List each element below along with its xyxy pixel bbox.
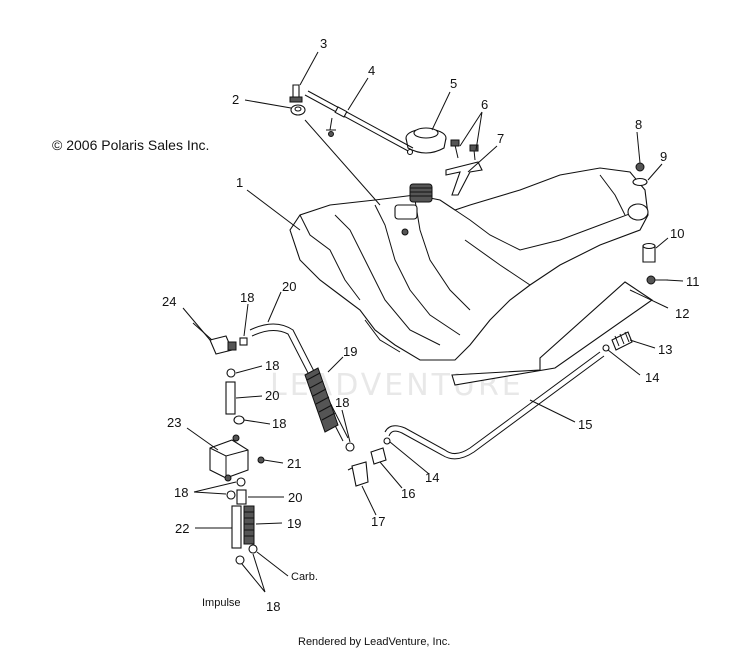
bracket xyxy=(445,161,483,196)
callout-13: 13 xyxy=(658,342,672,357)
hose-20-lower xyxy=(236,489,247,505)
clamp-18f xyxy=(236,477,246,487)
callout-18e: 18 xyxy=(174,485,188,500)
callout-20c: 20 xyxy=(288,490,302,505)
callout-10: 10 xyxy=(670,226,684,241)
vent-line xyxy=(304,90,414,156)
callout-14a: 14 xyxy=(645,370,659,385)
callout-19a: 19 xyxy=(343,344,357,359)
washer xyxy=(632,177,648,187)
callout-8: 8 xyxy=(635,117,642,132)
callout-16: 16 xyxy=(401,486,415,501)
leader-lines xyxy=(182,51,684,593)
callout-21: 21 xyxy=(287,456,301,471)
callout-20b: 20 xyxy=(265,388,279,403)
callout-18a: 18 xyxy=(240,290,254,305)
callout-4: 4 xyxy=(368,63,375,78)
callout-18f: 18 xyxy=(266,599,280,614)
callout-2: 2 xyxy=(232,92,239,107)
hose-upper xyxy=(249,323,349,442)
callout-22: 22 xyxy=(175,521,189,536)
callout-15: 15 xyxy=(578,417,592,432)
callout-20a: 20 xyxy=(282,279,296,294)
callout-18c: 18 xyxy=(335,395,349,410)
hose-22 xyxy=(231,505,242,549)
nut xyxy=(635,162,645,172)
heat-shield xyxy=(451,281,653,386)
callout-24: 24 xyxy=(162,294,176,309)
filler-neck xyxy=(409,183,433,203)
hose-19-lower xyxy=(243,505,255,545)
bolts xyxy=(450,139,479,161)
clamp-18d xyxy=(345,442,355,452)
screw xyxy=(646,275,668,285)
callout-1: 1 xyxy=(236,175,243,190)
callout-14b: 14 xyxy=(425,470,439,485)
clamp-lower xyxy=(383,437,391,445)
spacer xyxy=(642,242,656,263)
clamp-18c xyxy=(233,415,245,425)
carb-label: Carb. xyxy=(291,571,318,583)
valve-body xyxy=(370,447,387,465)
footer-credit: Rendered by LeadVenture, Inc. xyxy=(298,636,450,648)
hose-short xyxy=(225,381,236,415)
callout-11: 11 xyxy=(686,274,700,289)
callout-5: 5 xyxy=(450,76,457,91)
fuel-line xyxy=(384,351,605,460)
clamp-18b xyxy=(226,368,236,378)
callout-17: 17 xyxy=(371,514,385,529)
callout-numbers: 3 4 2 5 6 7 8 9 1 10 11 12 13 14 15 14 1… xyxy=(162,36,700,614)
callout-18d: 18 xyxy=(272,416,286,431)
fuel-pump xyxy=(209,434,249,482)
clamp-18e xyxy=(226,490,236,500)
callout-18b: 18 xyxy=(265,358,279,373)
copyright-text: © 2006 Polaris Sales Inc. xyxy=(52,137,209,153)
fitting xyxy=(611,331,633,351)
clamp-18a xyxy=(239,337,248,346)
callout-3: 3 xyxy=(320,36,327,51)
callout-12: 12 xyxy=(675,306,689,321)
callout-23: 23 xyxy=(167,415,181,430)
grommet xyxy=(290,104,306,116)
callout-6: 6 xyxy=(481,97,488,112)
shutoff-valve xyxy=(347,461,369,487)
impulse-label: Impulse xyxy=(202,597,241,609)
clamp-18g xyxy=(235,544,258,565)
clamp xyxy=(602,344,610,352)
callout-7: 7 xyxy=(497,131,504,146)
callout-19b: 19 xyxy=(287,516,301,531)
fuel-cap xyxy=(405,127,447,154)
fuel-tank xyxy=(289,167,649,361)
screw-21 xyxy=(257,456,265,464)
callout-9: 9 xyxy=(660,149,667,164)
vent-valve xyxy=(289,84,303,103)
